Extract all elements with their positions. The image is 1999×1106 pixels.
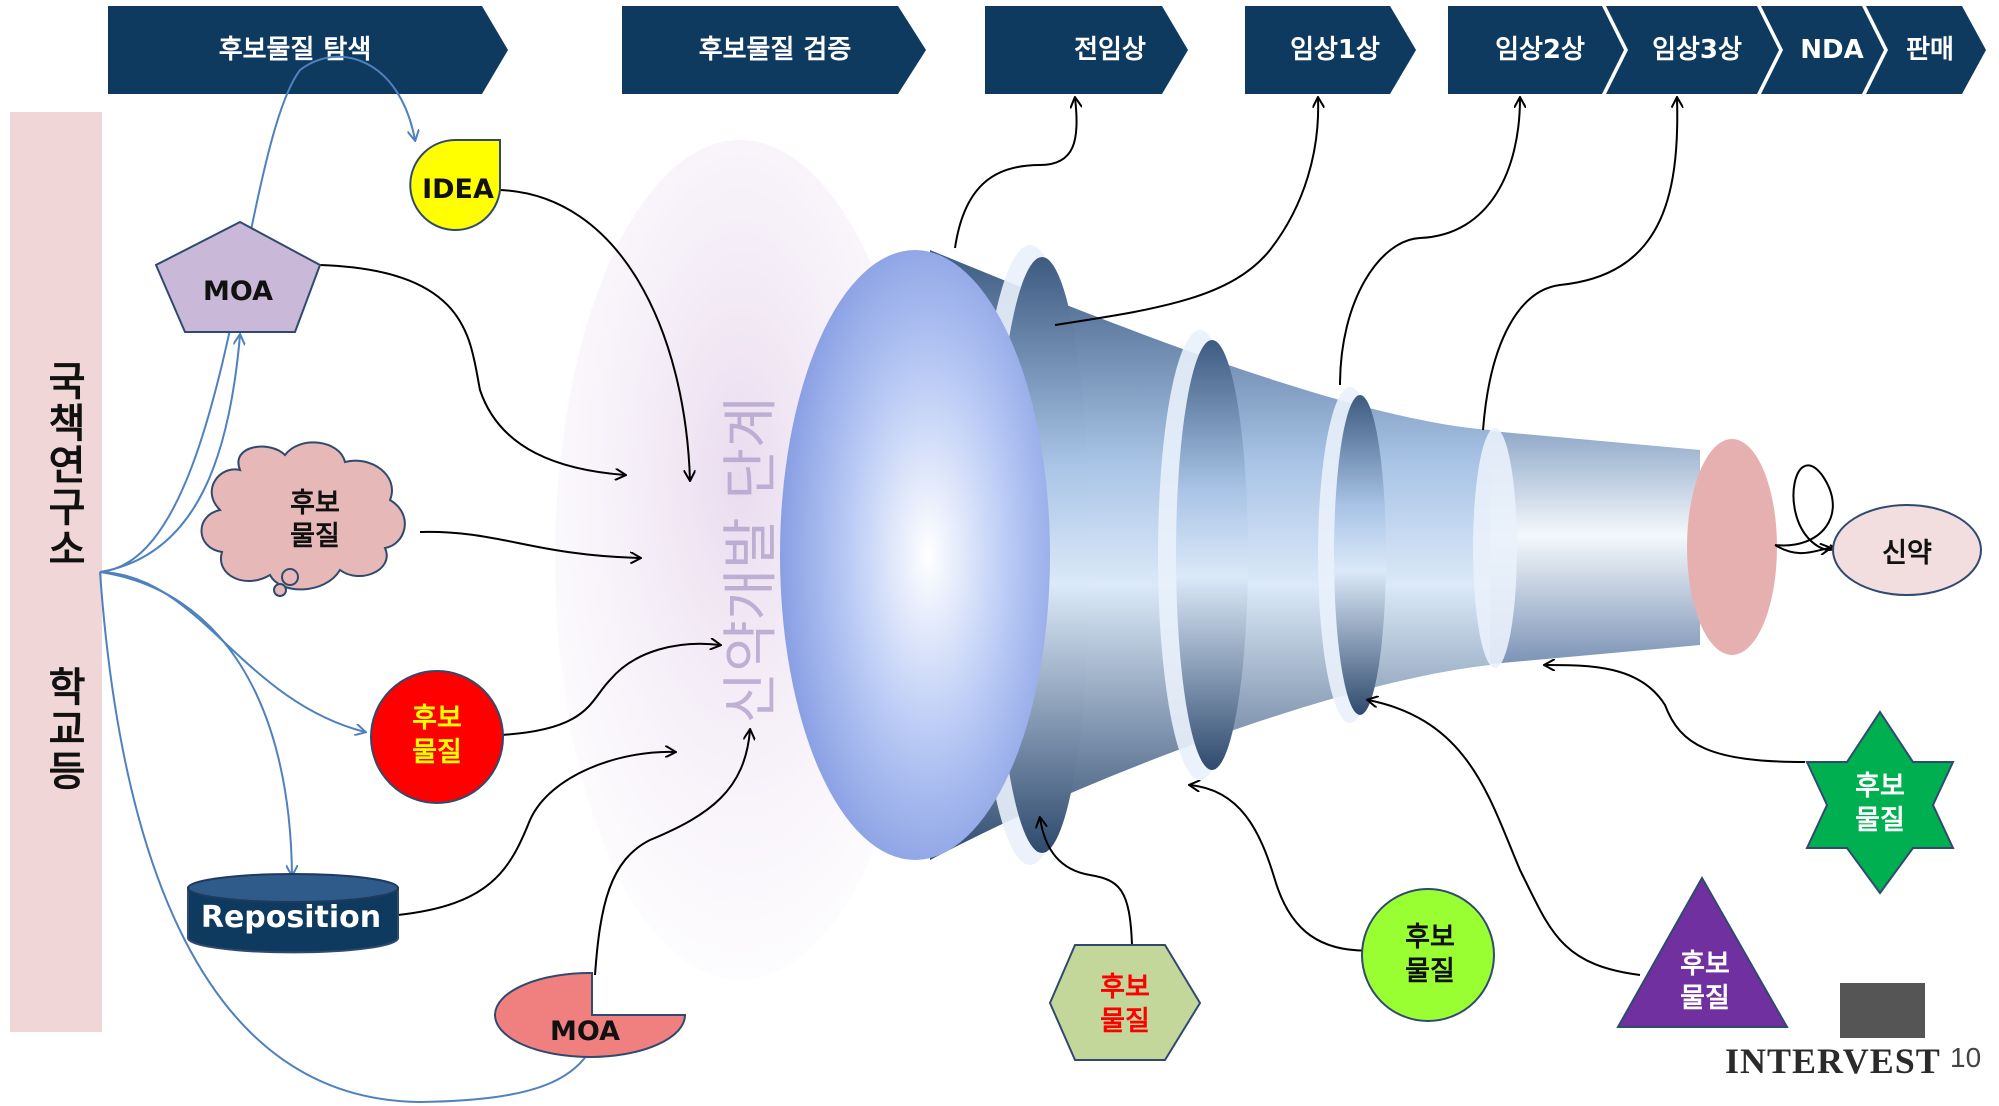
input-arrows: [319, 189, 750, 976]
stage-label-phase3: 임상3상: [1652, 35, 1742, 65]
triangle-shape: [1616, 875, 1789, 1028]
stage-chevron-phase2: [1448, 6, 1624, 94]
cloud-label-1: 후보: [290, 488, 340, 519]
arrow-cloud-to-funnel: [419, 530, 640, 558]
triangle-label-1: 후보: [1680, 949, 1730, 980]
arrow-reposition-to-funnel: [397, 752, 675, 916]
funnel-mouth: [780, 250, 1050, 860]
idea-label: IDEA: [422, 174, 494, 205]
blue-arrow-to-pacman: [99, 571, 600, 1104]
side-label: 국책연구소 학교등: [40, 360, 86, 792]
logo-mark: [1840, 983, 1925, 1038]
company-logo: INTERVEST: [1725, 1041, 1941, 1081]
node-star: 후보 물질: [1805, 710, 1955, 895]
hexagon-label-2: 물질: [1100, 1006, 1150, 1037]
stage-label-launch: 판매: [1906, 35, 1954, 65]
funnel-tube: [1480, 430, 1700, 665]
node-green-circle: 후보 물질: [1361, 888, 1495, 1022]
funnel-label: 신약개발 단계: [719, 397, 784, 724]
arrow-to-preclinical: [954, 98, 1077, 249]
star-label-2: 물질: [1855, 805, 1905, 836]
arrow-idea-to-funnel: [499, 189, 690, 480]
star-label-1: 후보: [1855, 771, 1905, 802]
node-hexagon: 후보 물질: [1048, 944, 1202, 1061]
node-idea: IDEA: [409, 139, 501, 231]
reposition-shape: [187, 887, 399, 954]
arrow-outlet-to-drug: [1774, 464, 1835, 551]
stage-header: 후보물질 탐색 후보물질 검증 전임상 임상1상 임상2상 임상3상 NDA 판…: [108, 6, 1986, 94]
funnel-ring-4: [1473, 428, 1517, 668]
stage-chevron-phase1: [1245, 6, 1416, 94]
arrow-green-to-funnel: [1190, 785, 1381, 952]
moa-pacman-label: MOA: [550, 1016, 620, 1047]
arrow-to-phase3: [1482, 98, 1677, 431]
stage-arrows: [954, 98, 1677, 431]
stage-chevron-launch: [1866, 6, 1986, 94]
new-drug-shape: [1832, 504, 1982, 596]
red-circle-label-2: 물질: [412, 737, 462, 768]
red-circle-shape: [370, 670, 504, 804]
green-circle-label-1: 후보: [1405, 922, 1455, 953]
cloud-shape: [200, 441, 406, 591]
blue-arrow-to-reposition: [99, 571, 292, 875]
new-drug-label: 신약: [1882, 538, 1932, 569]
stage-label-discovery: 후보물질 탐색: [219, 35, 372, 65]
arrow-to-phase1: [1054, 98, 1318, 326]
drug-funnel: 신약개발 단계: [555, 140, 1777, 980]
cloud-label-2: 물질: [290, 521, 340, 552]
funnel-ring-3-inner: [1334, 395, 1386, 715]
stage-label-preclinical: 전임상: [1074, 35, 1146, 65]
hexagon-label-1: 후보: [1100, 972, 1150, 1003]
institute-arrows: [99, 55, 600, 1104]
funnel-ring-2-inner: [1176, 340, 1248, 770]
hexagon-shape: [1048, 944, 1202, 1061]
cloud-bubble-2: [273, 583, 287, 597]
stage-chevron-nda: [1761, 6, 1884, 94]
stage-label-validation: 후보물질 검증: [699, 35, 852, 65]
reposition-top: [187, 873, 399, 903]
star-shape: [1805, 710, 1955, 895]
arrow-triangle-to-funnel: [1368, 700, 1641, 976]
arrow-outlet-loop: [1774, 545, 1830, 553]
node-triangle: 후보 물질: [1616, 875, 1789, 1028]
arrow-to-phase2: [1339, 98, 1520, 386]
stage-label-nda: NDA: [1800, 35, 1863, 65]
stage-label-phase1: 임상1상: [1290, 35, 1380, 65]
blue-arrow-to-moa: [99, 335, 240, 573]
red-circle-label-1: 후보: [412, 703, 462, 734]
stage-chevron-discovery: [108, 6, 508, 94]
arrow-moa-to-funnel: [319, 264, 625, 475]
blue-arrow-to-idea: [99, 55, 415, 573]
node-red-circle: 후보 물질: [370, 670, 504, 804]
node-moa-pacman: MOA: [494, 971, 687, 1058]
node-new-drug: 신약: [1832, 504, 1982, 596]
arrow-red-to-funnel: [499, 644, 720, 736]
idea-shape: [409, 139, 501, 231]
green-circle-shape: [1361, 888, 1495, 1022]
triangle-label-2: 물질: [1680, 983, 1730, 1014]
stage-label-phase2: 임상2상: [1495, 35, 1585, 65]
funnel-outlet: [1687, 439, 1777, 655]
moa-pentagon-shape: [154, 220, 322, 333]
side-column: [10, 112, 102, 1032]
cloud-bubble-1: [281, 568, 299, 586]
page-number: 10: [1950, 1042, 1982, 1073]
arrow-star-to-funnel: [1545, 665, 1806, 763]
reposition-label: Reposition: [201, 900, 381, 935]
node-cloud: 후보 물질: [200, 441, 406, 597]
stage-chevron-phase3: [1606, 6, 1779, 94]
moa-pacman-shape: [494, 971, 687, 1058]
stage-chevron-validation: [622, 6, 926, 94]
arrow-hexagon-to-funnel: [1040, 818, 1133, 946]
node-reposition: Reposition: [187, 873, 399, 954]
moa-pentagon-label: MOA: [203, 276, 273, 307]
arrow-pacman-to-funnel: [594, 730, 750, 976]
node-moa-pentagon: MOA: [154, 220, 322, 333]
late-entry-arrows: [1040, 464, 1835, 976]
green-circle-label-2: 물질: [1405, 956, 1455, 987]
stage-chevron-preclinical: [985, 6, 1188, 94]
